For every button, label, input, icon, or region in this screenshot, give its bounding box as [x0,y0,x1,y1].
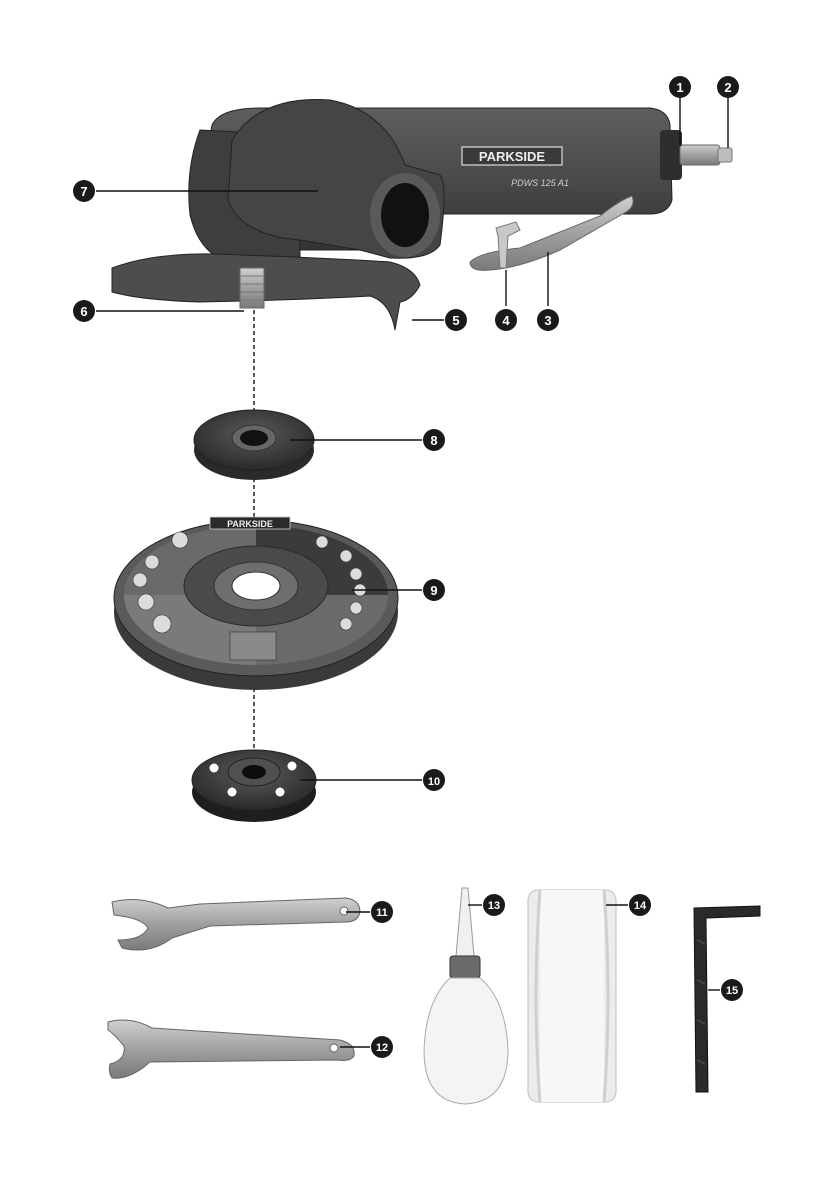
svg-text:8: 8 [430,433,437,448]
callout-9: 9 [423,579,445,601]
callout-13: 13 [483,894,505,916]
two-pin-spanner-closed [108,1020,354,1078]
callout-4: 4 [495,309,517,331]
callout-12: 12 [371,1036,393,1058]
callout-3: 3 [537,309,559,331]
grinding-disc: PARKSIDE [114,517,398,690]
angle-grinder: PARKSIDE PDWS 125 A1 [112,100,732,331]
callout-1: 1 [669,76,691,98]
oil-bottle [424,888,508,1104]
rear-cap [660,130,682,180]
callout-7: 7 [73,180,95,202]
svg-text:11: 11 [376,907,388,919]
spindle [240,268,264,308]
svg-text:6: 6 [80,304,87,319]
svg-text:15: 15 [726,985,738,997]
flange-nut [192,750,316,822]
callout-2: 2 [717,76,739,98]
svg-text:7: 7 [80,184,87,199]
svg-text:3: 3 [544,313,551,328]
svg-text:14: 14 [634,900,647,912]
two-pin-spanner-open [112,898,360,950]
svg-text:13: 13 [488,900,500,912]
callout-5: 5 [445,309,467,331]
svg-text:4: 4 [502,313,510,328]
svg-text:9: 9 [430,583,437,598]
svg-text:12: 12 [376,1042,388,1054]
protective-guard [112,254,420,330]
callout-11: 11 [371,901,393,923]
svg-text:10: 10 [428,776,440,788]
callout-8: 8 [423,429,445,451]
flange-inner [194,410,314,480]
brand-label: PARKSIDE [479,149,546,164]
air-inlet-nozzle [680,145,720,165]
svg-text:1: 1 [676,80,683,95]
ptfe-tape-roll [528,890,616,1102]
callout-6: 6 [73,300,95,322]
disc-brand-label: PARKSIDE [227,519,273,529]
model-label: PDWS 125 A1 [511,178,569,188]
callout-10: 10 [423,769,445,791]
svg-text:2: 2 [724,80,731,95]
callout-15: 15 [721,979,743,1001]
callout-14: 14 [629,894,651,916]
svg-text:5: 5 [452,313,459,328]
